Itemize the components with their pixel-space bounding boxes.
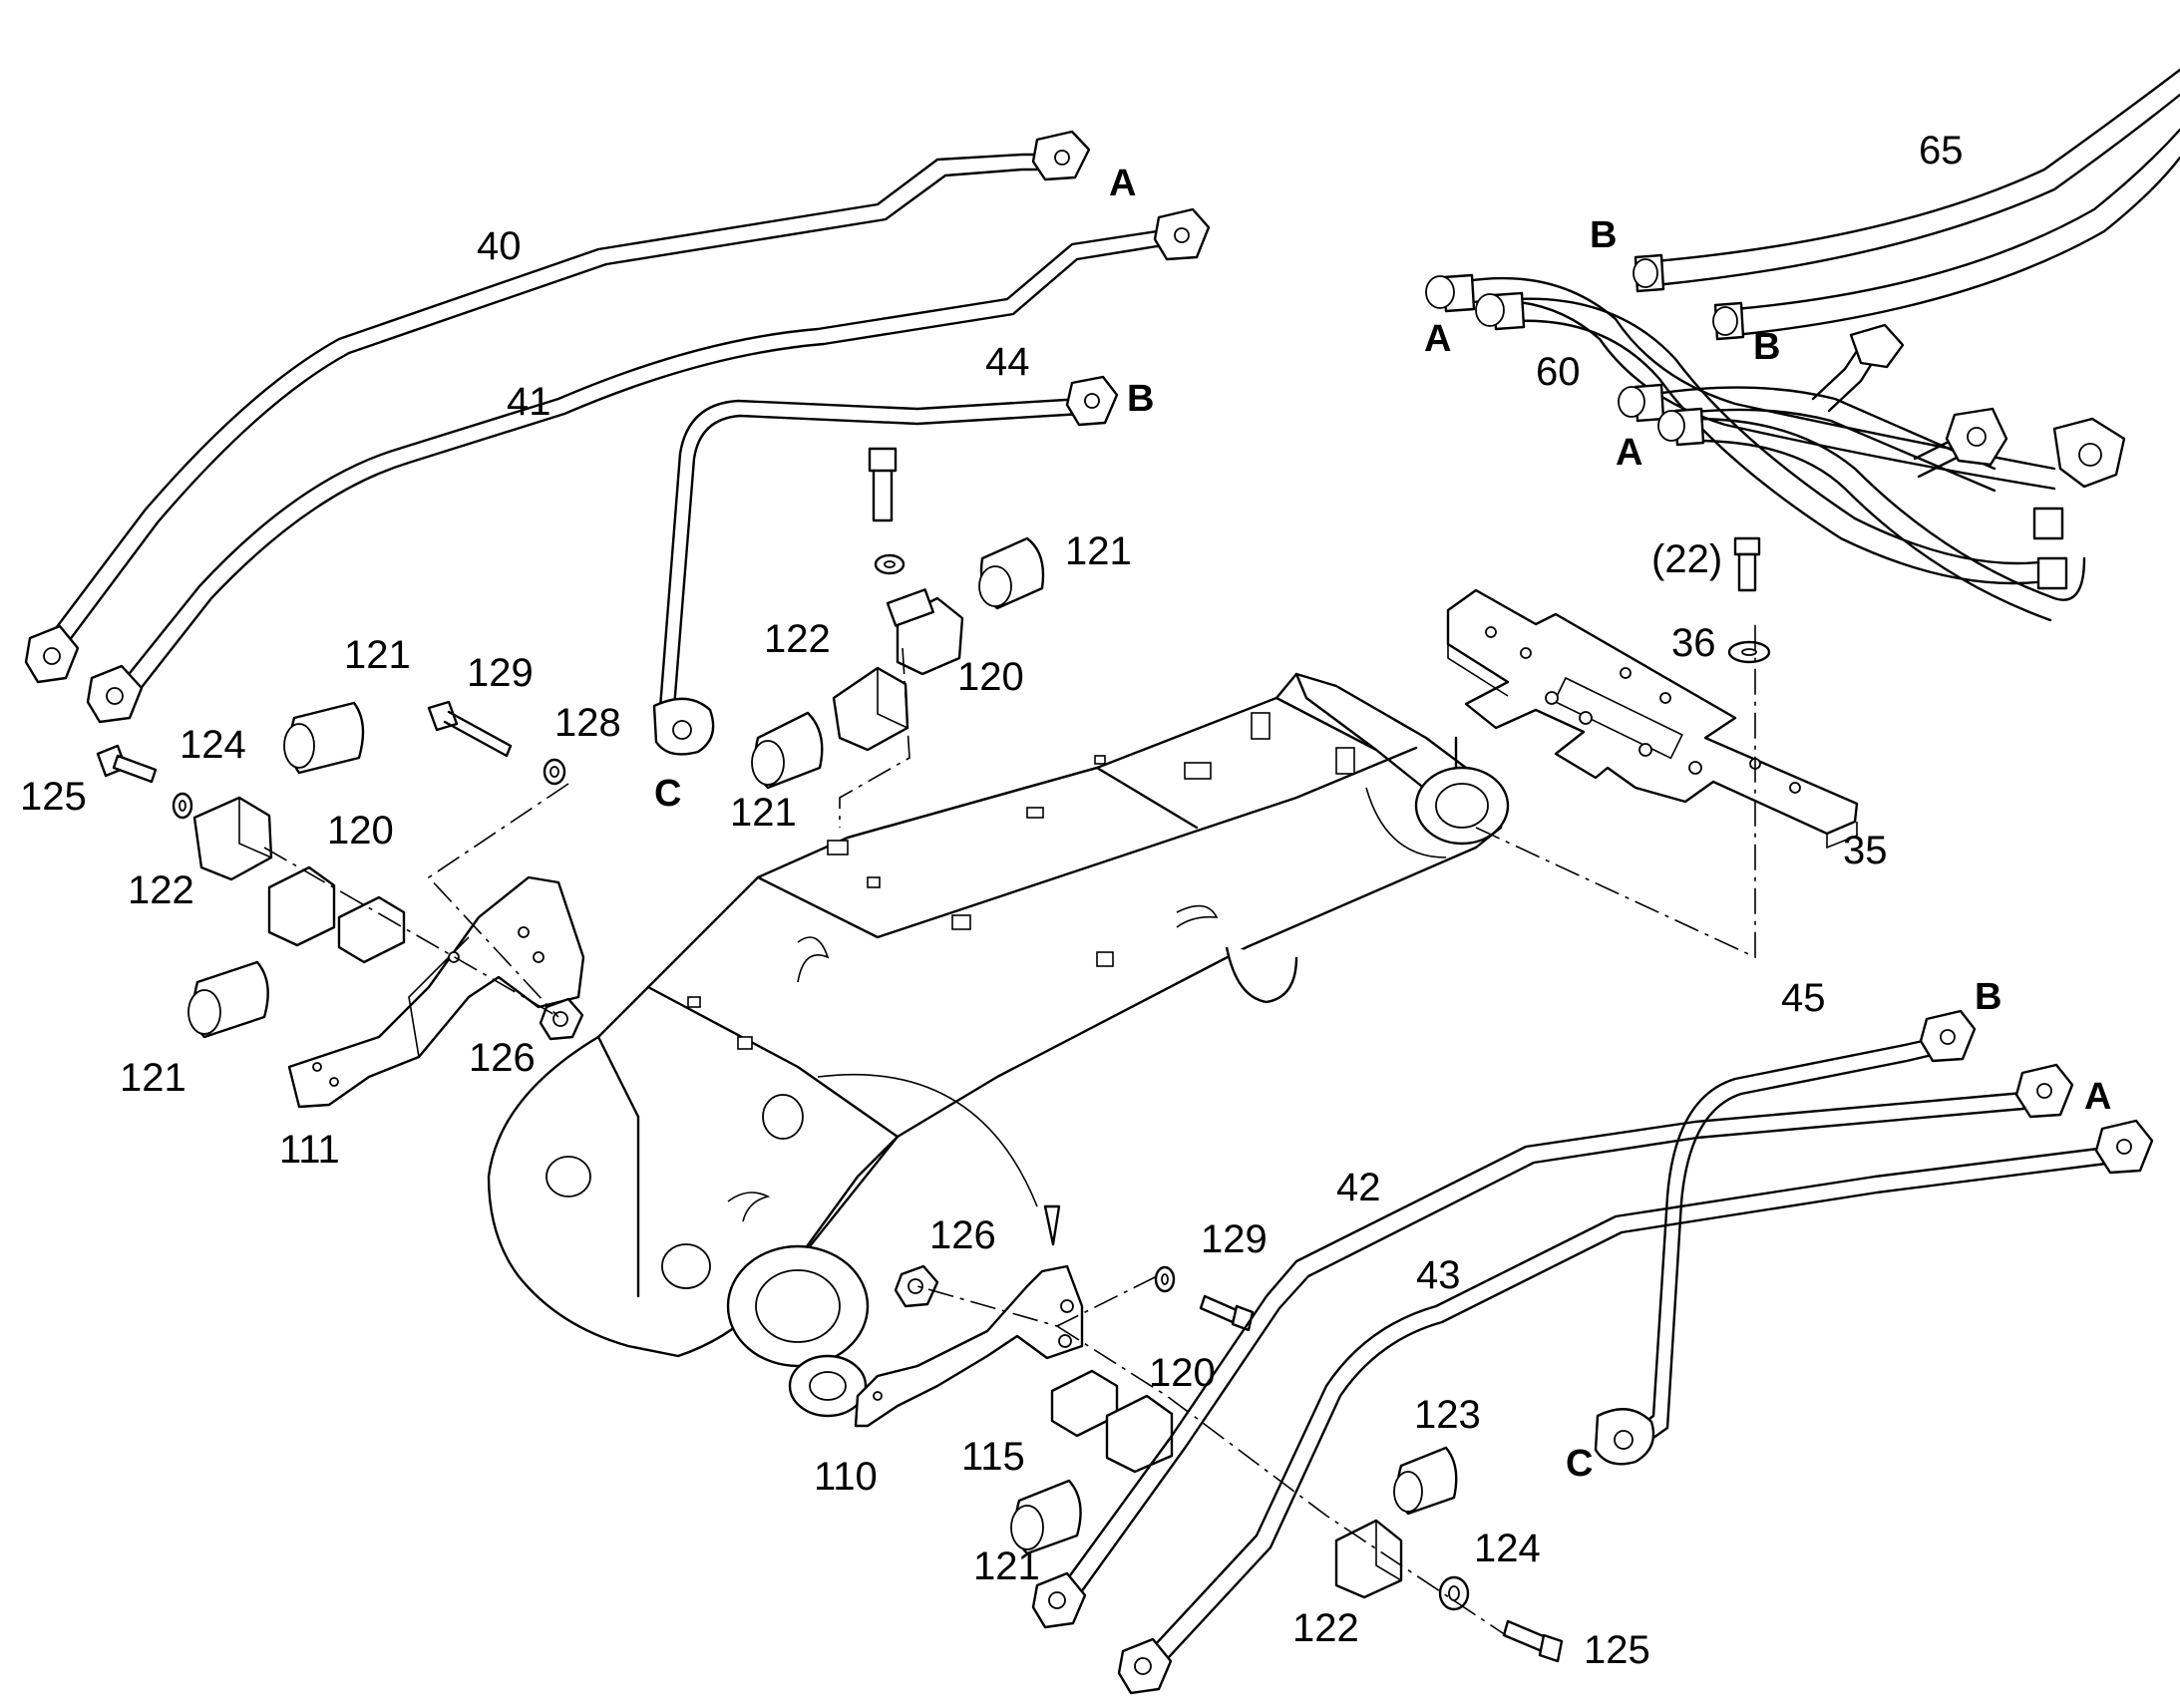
callout-120: 120 xyxy=(1149,1351,1216,1395)
port-letter-A: A xyxy=(1109,163,1136,204)
callout-111: 111 xyxy=(279,1128,340,1172)
pipe-43 xyxy=(1117,1119,2154,1695)
nut-126-bottom xyxy=(894,1264,939,1308)
bushing-121-left xyxy=(187,960,269,1039)
port-letter-C: C xyxy=(654,773,681,815)
plate-35 xyxy=(1446,588,1859,850)
washer-124-bottom xyxy=(1438,1575,1470,1611)
bolt-129-bottom xyxy=(1199,1294,1255,1332)
callout-35: 35 xyxy=(1843,829,1888,872)
pipe-41 xyxy=(86,207,1211,724)
port-letter-B: B xyxy=(1590,214,1617,256)
clamp-122-top xyxy=(832,666,909,752)
port-letter-B: B xyxy=(1753,326,1780,368)
washer-129-bottom xyxy=(1154,1265,1176,1293)
callout-121: 121 xyxy=(120,1056,186,1100)
washer-124-left xyxy=(172,792,193,820)
assembly-lines xyxy=(263,618,1756,1636)
washer-36 xyxy=(1727,640,1771,664)
block-left xyxy=(337,895,406,964)
callout-36: 36 xyxy=(1671,621,1716,665)
callout-120: 120 xyxy=(957,655,1024,699)
callout-121: 121 xyxy=(344,633,411,677)
pipe-42 xyxy=(1031,1063,2074,1629)
port-letters: A A A A B B B B C C xyxy=(654,163,2111,1485)
hose-65 xyxy=(1633,68,2180,341)
callout-125: 125 xyxy=(1584,1628,1650,1672)
clamp-120-top xyxy=(886,588,964,676)
bolt-125-bottom xyxy=(1502,1619,1564,1663)
callout-125: 125 xyxy=(20,775,87,819)
bushing-123 xyxy=(1393,1446,1458,1516)
washer-128 xyxy=(543,758,566,786)
callout-40: 40 xyxy=(477,224,522,268)
clamp-120-bottom xyxy=(1105,1394,1174,1474)
bolt-125-left xyxy=(96,744,158,784)
pipe-40 xyxy=(24,130,1091,684)
clamp-120-left xyxy=(267,865,336,947)
callout-43: 43 xyxy=(1416,1253,1461,1297)
port-letter-B: B xyxy=(1127,378,1154,420)
callout-44: 44 xyxy=(985,340,1030,384)
callout-41: 41 xyxy=(507,380,551,424)
callout-65: 65 xyxy=(1919,129,1964,172)
bolt-22 xyxy=(1733,536,1761,592)
port-letter-C: C xyxy=(1566,1443,1593,1485)
callout-42: 42 xyxy=(1336,1166,1381,1209)
clamp-122-bottom xyxy=(1334,1519,1403,1599)
callout-126: 126 xyxy=(929,1213,996,1257)
bushing-121-top-right xyxy=(978,536,1045,610)
callout-121: 121 xyxy=(1065,529,1132,573)
callout-123: 123 xyxy=(1414,1393,1481,1437)
port-letter-A: A xyxy=(2084,1076,2111,1118)
bushing-121-top-left xyxy=(283,701,365,775)
callout-122: 122 xyxy=(128,868,194,912)
port-letter-A: A xyxy=(1616,432,1642,474)
callout-124: 124 xyxy=(180,723,246,767)
callout-121: 121 xyxy=(973,1544,1040,1588)
callout-22: (22) xyxy=(1651,537,1722,581)
hose-60 xyxy=(1425,273,2126,622)
pipe-45 xyxy=(1594,1009,1977,1466)
port-letter-A: A xyxy=(1424,318,1451,360)
callout-121: 121 xyxy=(730,791,797,835)
callout-110: 110 xyxy=(814,1455,878,1499)
bushing-121-bottom xyxy=(1010,1479,1082,1555)
port-letter-B: B xyxy=(1975,976,2001,1018)
callout-129: 129 xyxy=(467,651,534,695)
callout-60: 60 xyxy=(1536,350,1581,394)
callout-129: 129 xyxy=(1201,1217,1268,1261)
callout-labels: 40 41 44 65 60 121 121 121 121 121 129 1… xyxy=(20,129,1964,1672)
callout-122: 122 xyxy=(764,617,831,661)
callout-45: 45 xyxy=(1781,976,1826,1020)
callout-122: 122 xyxy=(1292,1606,1359,1650)
bolt-screw-top xyxy=(868,447,906,575)
bolt-129-left xyxy=(427,700,513,758)
pipe-44 xyxy=(652,375,1119,756)
callout-120: 120 xyxy=(327,809,394,853)
boom-weldment xyxy=(487,672,1510,1418)
callout-126: 126 xyxy=(469,1036,536,1080)
callout-115: 115 xyxy=(961,1435,1025,1479)
bracket-110 xyxy=(854,1264,1084,1428)
callout-124: 124 xyxy=(1474,1527,1541,1570)
clamp-122-left xyxy=(192,796,273,881)
bushing-121-center xyxy=(751,711,824,790)
callout-128: 128 xyxy=(554,701,621,745)
